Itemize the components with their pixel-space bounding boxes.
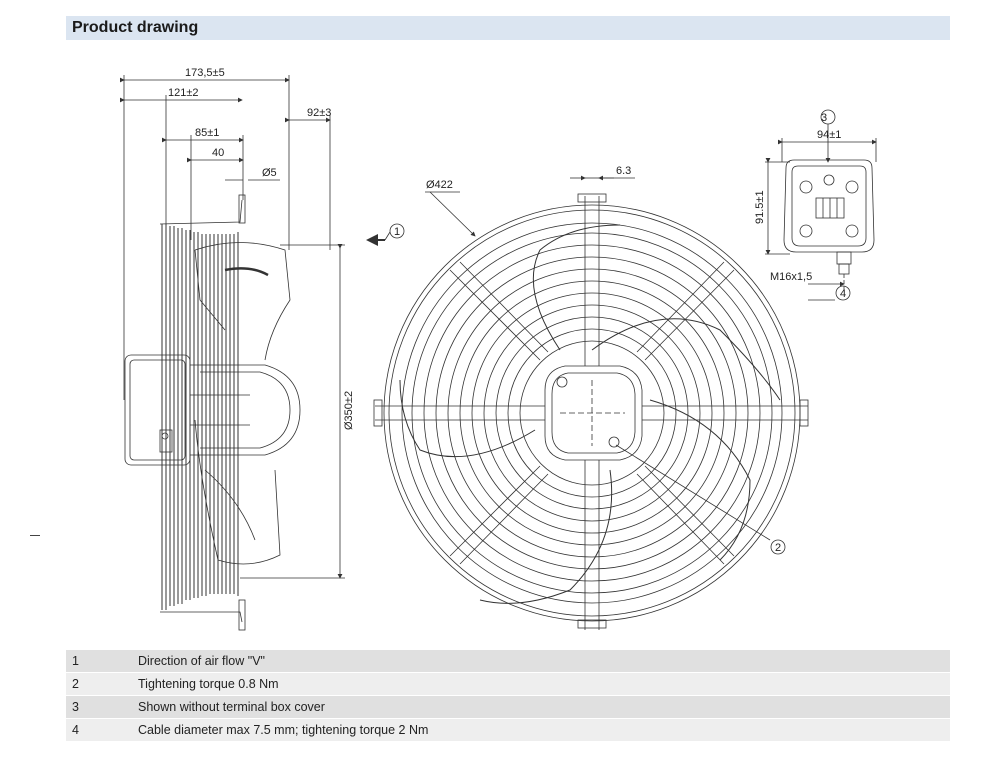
dim-85: 85±1 — [195, 127, 219, 139]
legend-number: 2 — [72, 677, 79, 691]
dim-overall-length: 173,5±5 — [185, 67, 225, 79]
front-view — [373, 175, 809, 630]
dim-94: 94±1 — [817, 129, 841, 141]
legend-number: 3 — [72, 700, 79, 714]
technical-drawing: 173,5±5 121±2 92±3 85±1 40 Ø5 Ø350±2 1 — [120, 67, 877, 631]
legend-row: 2 Tightening torque 0.8 Nm — [66, 673, 950, 695]
side-view — [120, 75, 405, 631]
callout-2: 2 — [775, 542, 781, 554]
dim-d5: Ø5 — [262, 167, 277, 179]
dim-d422: Ø422 — [426, 179, 453, 191]
legend-number: 1 — [72, 654, 79, 668]
margin-dash — [30, 535, 40, 536]
callout-4: 4 — [840, 288, 846, 300]
dim-6-3: 6.3 — [616, 165, 631, 177]
legend-description: Shown without terminal box cover — [138, 700, 325, 714]
thread-label: M16x1,5 — [770, 271, 812, 283]
legend-table: 1 Direction of air flow "V" 2 Tightening… — [66, 650, 950, 742]
callout-3: 3 — [821, 112, 827, 124]
legend-description: Direction of air flow "V" — [138, 654, 265, 668]
dim-91-5: 91.5±1 — [754, 190, 766, 224]
dim-d350: Ø350±2 — [343, 391, 355, 430]
terminal-box — [765, 109, 877, 301]
legend-row: 4 Cable diameter max 7.5 mm; tightening … — [66, 719, 950, 741]
section-title: Product drawing — [72, 19, 199, 36]
legend-row: 3 Shown without terminal box cover — [66, 696, 950, 718]
callout-1: 1 — [394, 226, 400, 238]
dim-40: 40 — [212, 147, 224, 159]
legend-description: Cable diameter max 7.5 mm; tightening to… — [138, 723, 429, 737]
dim-92: 92±3 — [307, 107, 331, 119]
dim-121: 121±2 — [168, 87, 199, 99]
legend-number: 4 — [72, 723, 79, 737]
legend-description: Tightening torque 0.8 Nm — [138, 677, 279, 691]
legend-row: 1 Direction of air flow "V" — [66, 650, 950, 672]
section-header: Product drawing — [66, 16, 950, 40]
